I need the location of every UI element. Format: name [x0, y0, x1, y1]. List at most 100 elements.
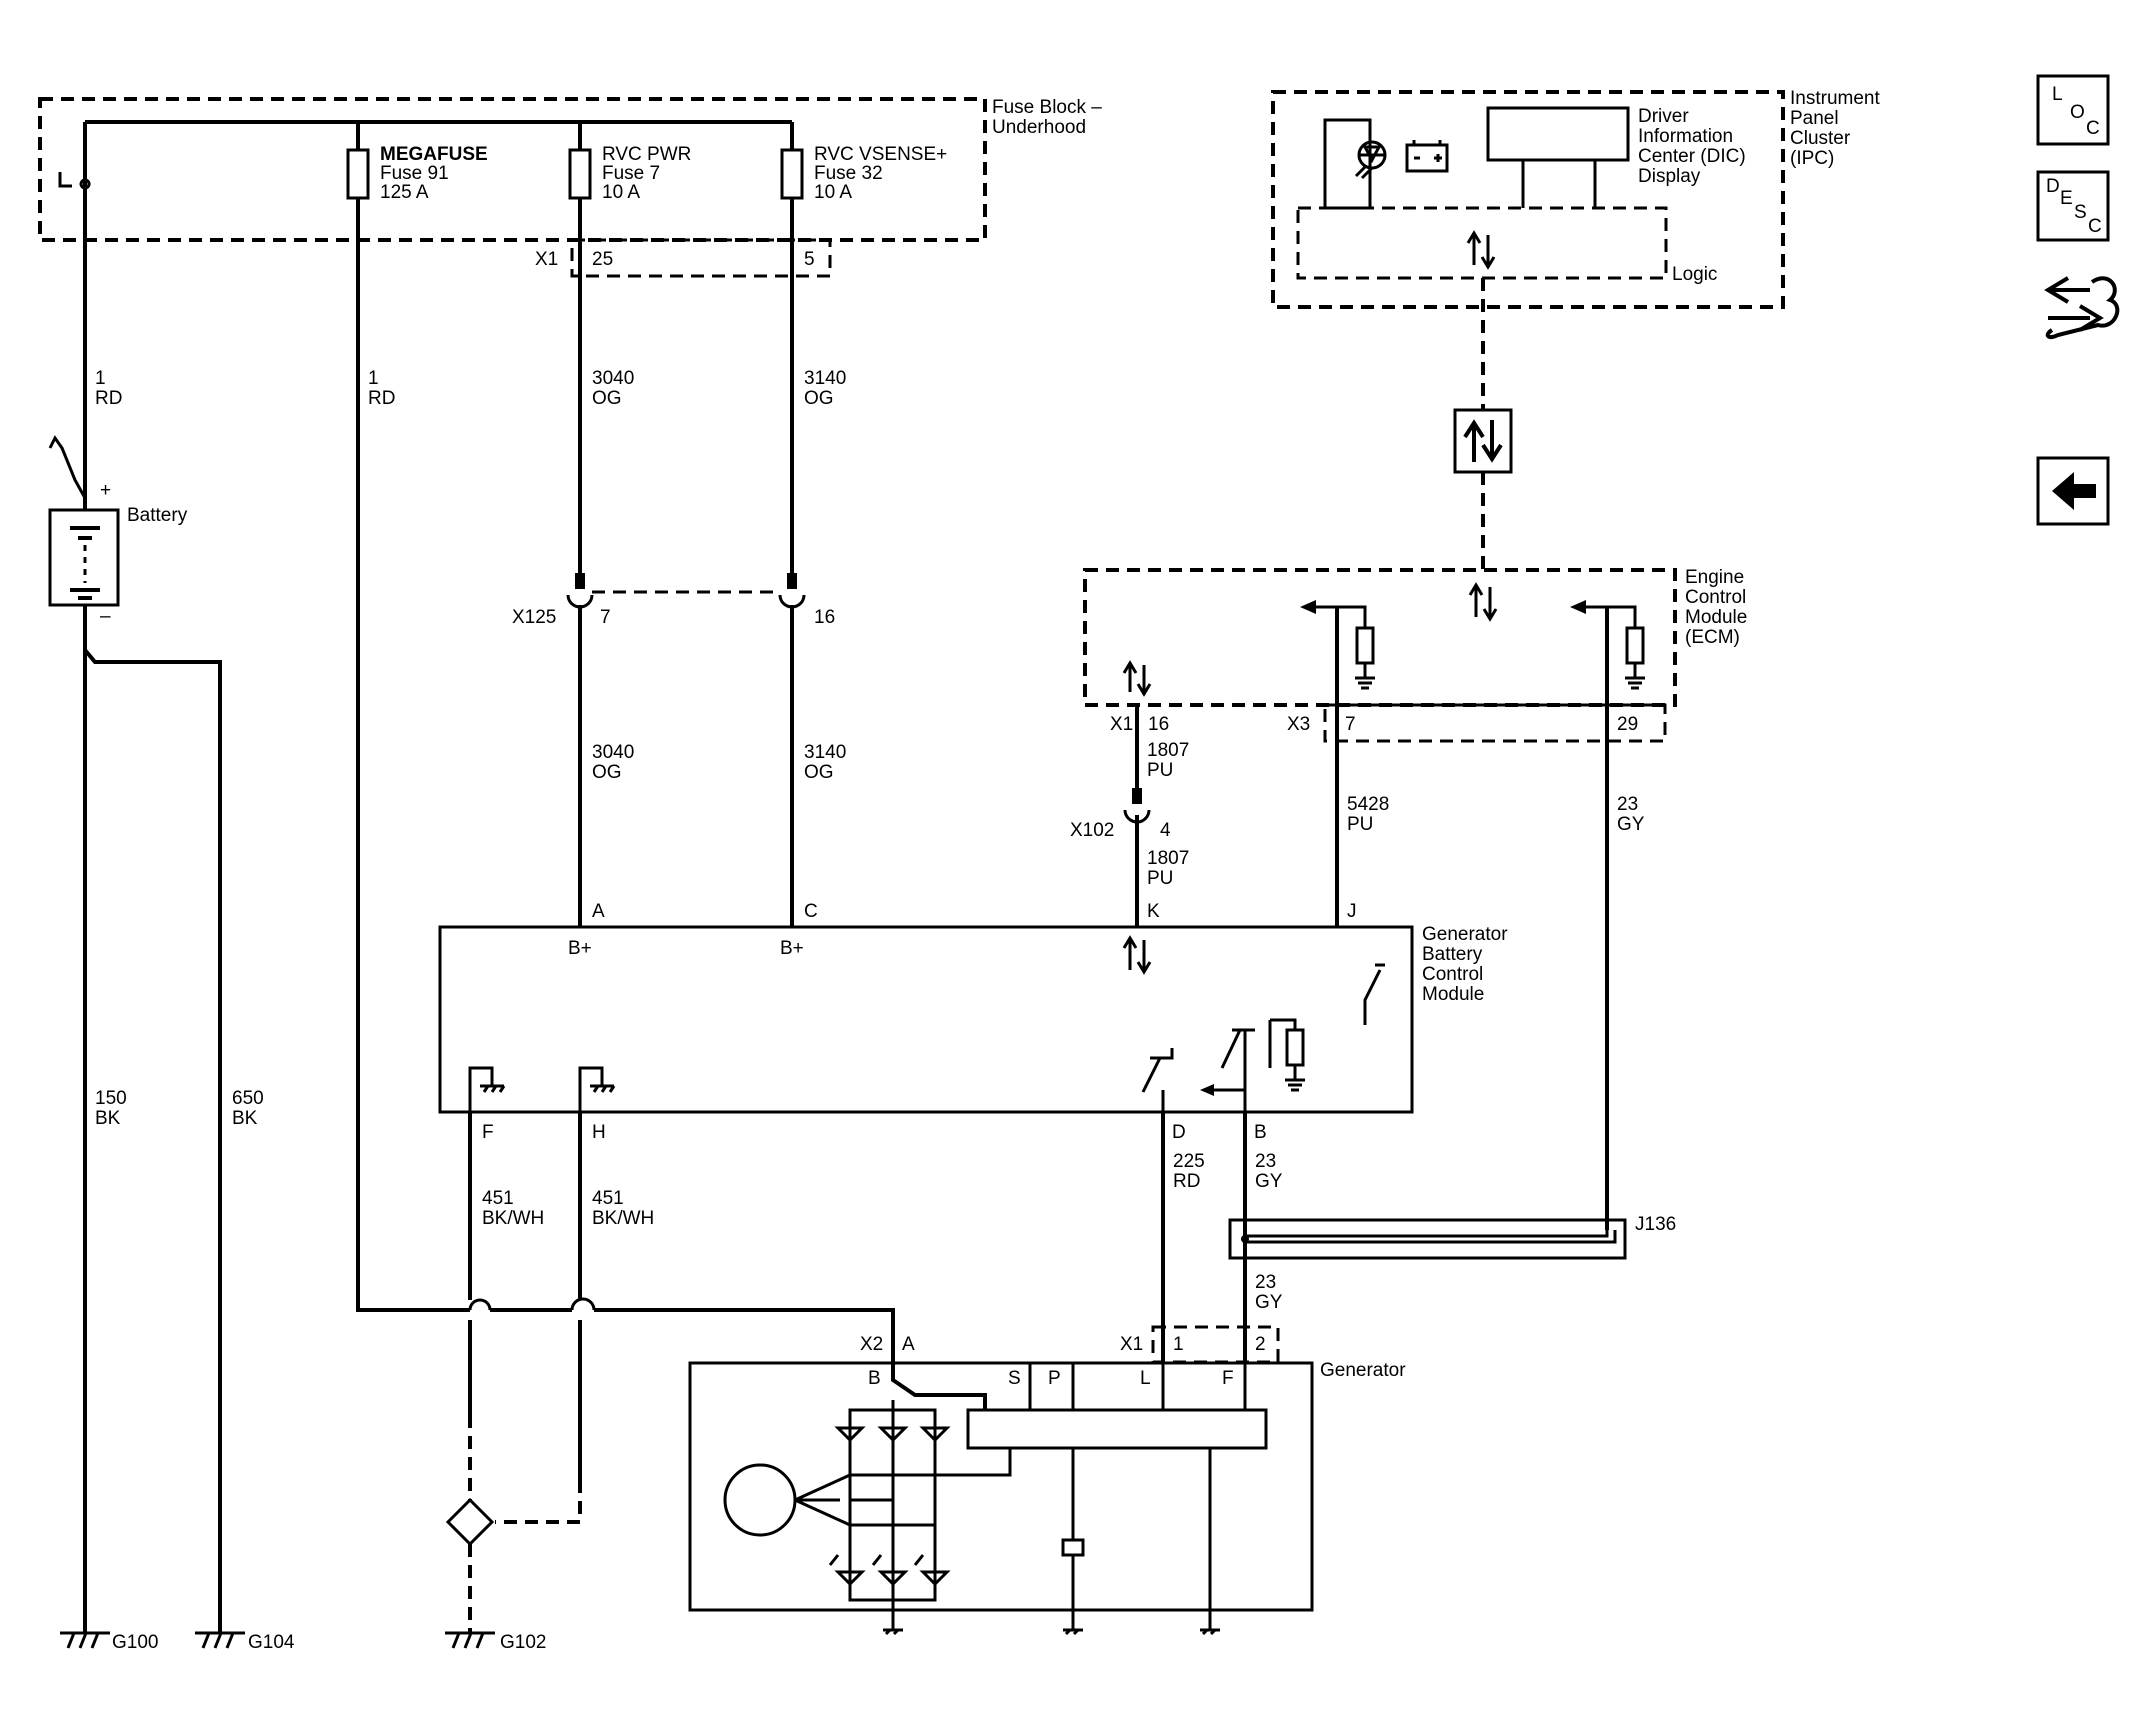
connector-end-view-icon[interactable] — [2044, 276, 2120, 340]
diagram-label: J — [1347, 901, 1357, 922]
diagram-label: 1 — [368, 368, 379, 389]
diagram-label: 650 — [232, 1088, 264, 1109]
diagram-label: 7 — [1345, 714, 1356, 735]
diagram-label: 3040 — [592, 742, 634, 763]
location-button[interactable]: L O C — [2036, 74, 2110, 146]
diagram-label: GY — [1617, 814, 1645, 835]
diagram-label: 150 — [95, 1088, 127, 1109]
ground-g100: G100 — [60, 1631, 158, 1653]
diagram-label: RD — [95, 388, 122, 409]
diagram-label: Cluster — [1790, 128, 1851, 149]
diagram-label: Engine — [1685, 567, 1744, 588]
diagram-label: OG — [804, 388, 834, 409]
diagram-label: BK — [232, 1108, 258, 1129]
battery-positive: + — [100, 480, 111, 501]
diagram-label: Generator — [1320, 1360, 1406, 1381]
diagram-label: K — [1147, 901, 1160, 922]
serial-data-symbol — [1453, 408, 1513, 474]
diagram-label: 2 — [1255, 1334, 1266, 1355]
diagram-label: RD — [1173, 1171, 1200, 1192]
diagram-label: 125 A — [380, 182, 429, 203]
diagram-label: 1807 — [1147, 740, 1189, 761]
splice-pack-j136: J136 — [1228, 1214, 1676, 1260]
diagram-label: 16 — [814, 607, 835, 628]
megafuse: MEGAFUSE Fuse 91 125 A — [346, 122, 488, 203]
diagram-label: 451 — [482, 1188, 514, 1209]
diagram-label: 225 — [1173, 1151, 1205, 1172]
diagram-label: 3140 — [804, 368, 846, 389]
diagram-label: 25 — [592, 249, 613, 270]
diagram-label: 1807 — [1147, 848, 1189, 869]
diagram-label: MEGAFUSE — [380, 144, 488, 165]
diagram-label: OG — [592, 388, 622, 409]
diagram-label: S — [2074, 202, 2087, 223]
diagram-label: B — [1254, 1122, 1267, 1143]
diagram-label: A — [592, 901, 605, 922]
fuse-block-label-2: Underhood — [992, 117, 1086, 138]
diagram-label: PU — [1147, 760, 1173, 781]
diagram-label: 5 — [804, 249, 815, 270]
diagram-label: RVC VSENSE+ — [814, 144, 947, 165]
diagram-label: X1 — [1110, 714, 1133, 735]
generator: X2 A X1 1 2 Generator B S P L F — [688, 1325, 1406, 1636]
diagram-label: 1 — [1173, 1334, 1184, 1355]
diagram-label: X102 — [1070, 820, 1114, 841]
diagram-label: B — [868, 1368, 881, 1389]
diagram-label: Control — [1422, 964, 1483, 985]
diagram-label: BK — [95, 1108, 121, 1129]
diagram-label: 5428 — [1347, 794, 1389, 815]
diagram-label: G104 — [248, 1632, 295, 1653]
diagram-label: Module — [1422, 984, 1484, 1005]
diagram-label: Fuse 7 — [602, 163, 660, 184]
diagram-label: Driver — [1638, 106, 1689, 127]
diagram-label: 23 — [1255, 1272, 1276, 1293]
diagram-label: Panel — [1790, 108, 1839, 129]
diagram-label: BK/WH — [482, 1208, 544, 1229]
diagram-label: Control — [1685, 587, 1746, 608]
diagram-label: H — [592, 1122, 606, 1143]
diagram-label: F — [482, 1122, 494, 1143]
diagram-label: OG — [592, 762, 622, 783]
diagram-label: P — [1048, 1368, 1061, 1389]
fuse-7-rvc-pwr: RVC PWR Fuse 7 10 A — [568, 122, 691, 203]
diagram-label: E — [2060, 188, 2073, 209]
diagram-label: B+ — [780, 938, 804, 959]
diagram-label: L — [1140, 1368, 1151, 1389]
diagram-label: (IPC) — [1790, 148, 1834, 169]
diagram-label: Fuse 91 — [380, 163, 449, 184]
diagram-label: A — [902, 1334, 915, 1355]
diagram-label: RVC PWR — [602, 144, 691, 165]
battery-label: Battery — [127, 505, 188, 526]
diagram-label: D — [1172, 1122, 1186, 1143]
diagram-label: RD — [368, 388, 395, 409]
diagram-label: 23 — [1617, 794, 1638, 815]
diagram-label: Information — [1638, 126, 1733, 147]
diagram-label: Center (DIC) — [1638, 146, 1746, 167]
diagram-label: (ECM) — [1685, 627, 1740, 648]
back-arrow-button[interactable] — [2036, 456, 2110, 526]
connector-x125: X125 7 16 — [512, 573, 835, 628]
battery: + – Battery — [48, 435, 222, 1633]
ground-g102: G102 — [445, 1631, 546, 1653]
diagram-label: 451 — [592, 1188, 624, 1209]
diagram-label: Display — [1638, 166, 1701, 187]
fuse-block-underhood: Fuse Block – Underhood MEGAFUSE Fuse 91 … — [38, 97, 1102, 278]
description-button[interactable]: D E S C — [2036, 170, 2110, 242]
diagram-label: 23 — [1255, 1151, 1276, 1172]
diagram-label: GY — [1255, 1171, 1283, 1192]
diagram-label: 10 A — [602, 182, 640, 203]
diagram-label: Logic — [1672, 264, 1717, 285]
ground-splice-diamond — [445, 1497, 495, 1633]
diagram-label: X125 — [512, 607, 556, 628]
diagram-label: G102 — [500, 1632, 546, 1653]
diagram-label: PU — [1347, 814, 1373, 835]
generator-battery-control-module: Generator Battery Control Module A C K J… — [438, 901, 1508, 1143]
diagram-label: C — [804, 901, 818, 922]
diagram-label: C — [2088, 216, 2102, 237]
ground-g104: G104 — [195, 1631, 295, 1653]
diagram-label: F — [1222, 1368, 1234, 1389]
engine-control-module: Engine Control Module (ECM) X1 16 X3 7 2… — [1083, 567, 1747, 743]
fuse-32-rvc-vsense: RVC VSENSE+ Fuse 32 10 A — [780, 122, 947, 203]
diagram-label: G100 — [112, 1632, 158, 1653]
